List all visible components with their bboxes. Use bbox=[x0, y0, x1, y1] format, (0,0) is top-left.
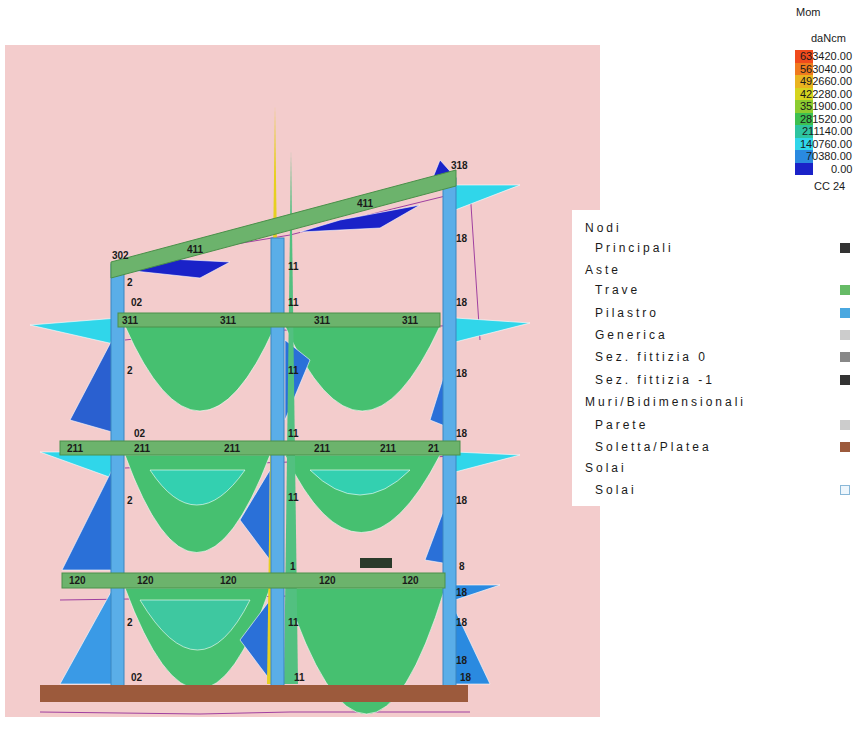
member-number: 120 bbox=[402, 575, 419, 586]
scale-value: 633420.00 bbox=[800, 50, 852, 62]
legend-swatch bbox=[840, 285, 850, 295]
member-number: 02 bbox=[134, 428, 145, 439]
member-number: 120 bbox=[137, 575, 154, 586]
member-number: 2 bbox=[127, 277, 133, 288]
section-mark bbox=[360, 558, 392, 568]
deformed-shape bbox=[40, 190, 480, 714]
member-number: 02 bbox=[131, 297, 142, 308]
member-number: 211 bbox=[380, 443, 396, 454]
legend-entry: Solai bbox=[595, 483, 637, 497]
member-number: 21 bbox=[428, 443, 439, 454]
member-number: 411 bbox=[357, 198, 373, 209]
legend-swatch bbox=[840, 485, 850, 495]
member-number: 2 bbox=[127, 365, 133, 376]
member-number: 11 bbox=[288, 365, 299, 376]
legend-swatch bbox=[840, 375, 850, 385]
member-number: 411 bbox=[187, 244, 203, 255]
legend-entry: Sez. fittizia -1 bbox=[595, 373, 715, 387]
member-number: 11 bbox=[288, 261, 299, 272]
legend-entry: Generica bbox=[595, 328, 668, 342]
legend-entry: Principali bbox=[595, 241, 674, 255]
member-number: 311 bbox=[314, 315, 330, 326]
member-number: 302 bbox=[112, 250, 129, 261]
scale-title: Mom bbox=[796, 6, 820, 18]
member-number: 18 bbox=[456, 428, 467, 439]
member-number: 11 bbox=[288, 428, 299, 439]
member-number: 120 bbox=[69, 575, 86, 586]
legend-swatch bbox=[840, 352, 850, 362]
member-number: 2 bbox=[127, 495, 133, 506]
scale-value: 492660.00 bbox=[800, 75, 852, 87]
member-number: 11 bbox=[288, 297, 299, 308]
member-number: 11 bbox=[288, 617, 299, 628]
member-number: 02 bbox=[131, 672, 142, 683]
scale-value: 211140.00 bbox=[802, 125, 852, 137]
member-number: 120 bbox=[220, 575, 237, 586]
member-number: 18 bbox=[456, 297, 467, 308]
legend-entry: Sez. fittizia 0 bbox=[595, 350, 708, 364]
legend-swatch bbox=[795, 163, 813, 176]
member-number: 11 bbox=[288, 492, 299, 503]
member-number: 8 bbox=[459, 561, 465, 572]
scale-title: daNcm bbox=[811, 32, 846, 44]
legend-swatch bbox=[840, 243, 850, 253]
member-number: 211 bbox=[134, 443, 150, 454]
member-number: 120 bbox=[319, 575, 336, 586]
legend-entry: Pilastro bbox=[595, 306, 659, 320]
member-number: 311 bbox=[220, 315, 236, 326]
member-number: 18 bbox=[456, 368, 467, 379]
member-number: 18 bbox=[456, 655, 467, 666]
legend-swatch bbox=[840, 442, 850, 452]
scale-value: 422280.00 bbox=[800, 88, 852, 100]
scale-value: 140760.00 bbox=[800, 138, 852, 150]
member-number: 11 bbox=[294, 672, 305, 683]
scale-value: 281520.00 bbox=[800, 113, 852, 125]
member-number: 18 bbox=[460, 672, 471, 683]
legend-panel bbox=[572, 210, 856, 506]
legend-entry: Trave bbox=[595, 283, 640, 297]
member-number: 18 bbox=[456, 495, 467, 506]
member-number: 211 bbox=[314, 443, 330, 454]
member-number: 18 bbox=[456, 617, 467, 628]
member-number: 318 bbox=[451, 160, 468, 171]
foundation-slab bbox=[40, 685, 468, 702]
scale-value: 563040.00 bbox=[800, 63, 852, 75]
beam bbox=[60, 170, 460, 588]
member-number: 18 bbox=[456, 587, 467, 598]
legend-heading: Muri/Bidimensionali bbox=[585, 395, 746, 409]
legend-swatch bbox=[840, 308, 850, 318]
scale-title: CC 24 bbox=[814, 180, 845, 192]
member-number: 311 bbox=[122, 315, 138, 326]
legend-swatch bbox=[840, 420, 850, 430]
legend-entry: Soletta/Platea bbox=[595, 440, 712, 454]
legend-swatch bbox=[840, 330, 850, 340]
member-number: 211 bbox=[67, 443, 83, 454]
legend-heading: Solai bbox=[585, 461, 627, 475]
background-panel bbox=[5, 45, 600, 717]
scale-value: 351900.00 bbox=[800, 100, 852, 112]
member-number: 18 bbox=[456, 233, 467, 244]
legend-heading: Aste bbox=[585, 263, 621, 277]
member-number: 2 bbox=[127, 617, 133, 628]
scale-value: 70380.00 bbox=[806, 150, 852, 162]
legend-entry: Parete bbox=[595, 418, 648, 432]
scale-value: 0.00 bbox=[831, 163, 852, 175]
member-number: 211 bbox=[224, 443, 240, 454]
member-number: 1 bbox=[290, 561, 296, 572]
member-number: 311 bbox=[402, 315, 418, 326]
legend-heading: Nodi bbox=[585, 221, 622, 235]
